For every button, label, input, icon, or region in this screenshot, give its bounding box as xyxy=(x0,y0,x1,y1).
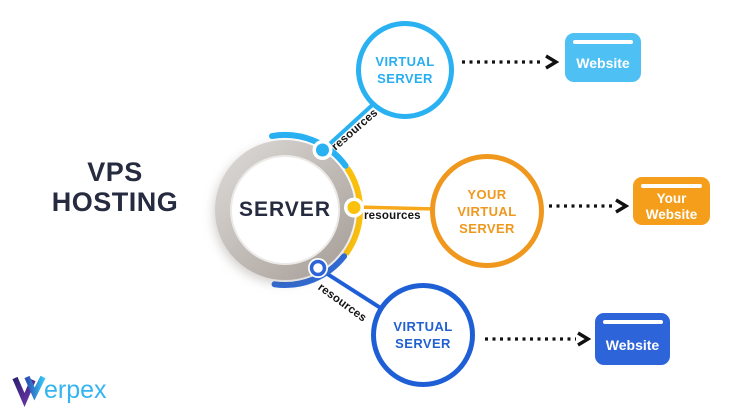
node-label-line: SERVER xyxy=(395,336,451,351)
connector-dot-middle xyxy=(344,197,364,218)
server-inner-highlight xyxy=(237,162,333,258)
your-virtual-server-node: YOUR VIRTUAL SERVER xyxy=(430,154,544,268)
website-box-bottom: Website xyxy=(595,313,670,365)
page-title: VPS HOSTING xyxy=(30,157,200,217)
browser-bar-icon xyxy=(572,40,634,44)
connection-line-top xyxy=(321,96,382,152)
server-arc-cyan xyxy=(269,131,349,169)
browser-bar-icon xyxy=(640,184,703,188)
connector-dot-bottom xyxy=(308,258,328,278)
node-label-line: VIRTUAL xyxy=(393,319,453,334)
website-box-label: Your xyxy=(656,190,687,206)
node-label-line: SERVER xyxy=(377,71,433,86)
verpex-logo-text: erpex xyxy=(44,376,107,404)
resources-label-middle: resources xyxy=(364,210,421,222)
virtual-server-node-top: VIRTUAL SERVER xyxy=(356,21,454,119)
website-box-label: Website xyxy=(576,55,630,71)
browser-bar-icon xyxy=(602,320,663,324)
node-label-line: VIRTUAL xyxy=(375,54,435,69)
virtual-server-node-bottom: VIRTUAL SERVER xyxy=(371,283,475,387)
dotted-arrow-top xyxy=(462,54,560,70)
connection-line-middle xyxy=(353,205,437,211)
your-website-box: Your Website xyxy=(633,177,710,225)
dotted-arrow-middle xyxy=(549,198,630,214)
verpex-logo: erpex xyxy=(42,378,107,403)
server-label: SERVER xyxy=(239,198,331,221)
server-arc-blue xyxy=(271,253,348,288)
connector-dot-top xyxy=(312,140,333,160)
website-box-top: Website xyxy=(565,33,641,82)
dotted-arrow-bottom xyxy=(485,331,592,347)
website-box-label: Website xyxy=(645,206,698,222)
node-label-line: SERVER xyxy=(459,220,515,236)
verpex-logo-mark-icon xyxy=(12,375,46,407)
website-box-label: Website xyxy=(605,336,660,353)
node-label-line: VIRTUAL xyxy=(457,203,517,219)
title-line-1: VPS xyxy=(87,157,143,187)
title-line-2: HOSTING xyxy=(51,187,179,217)
node-label-line: YOUR xyxy=(467,186,507,202)
